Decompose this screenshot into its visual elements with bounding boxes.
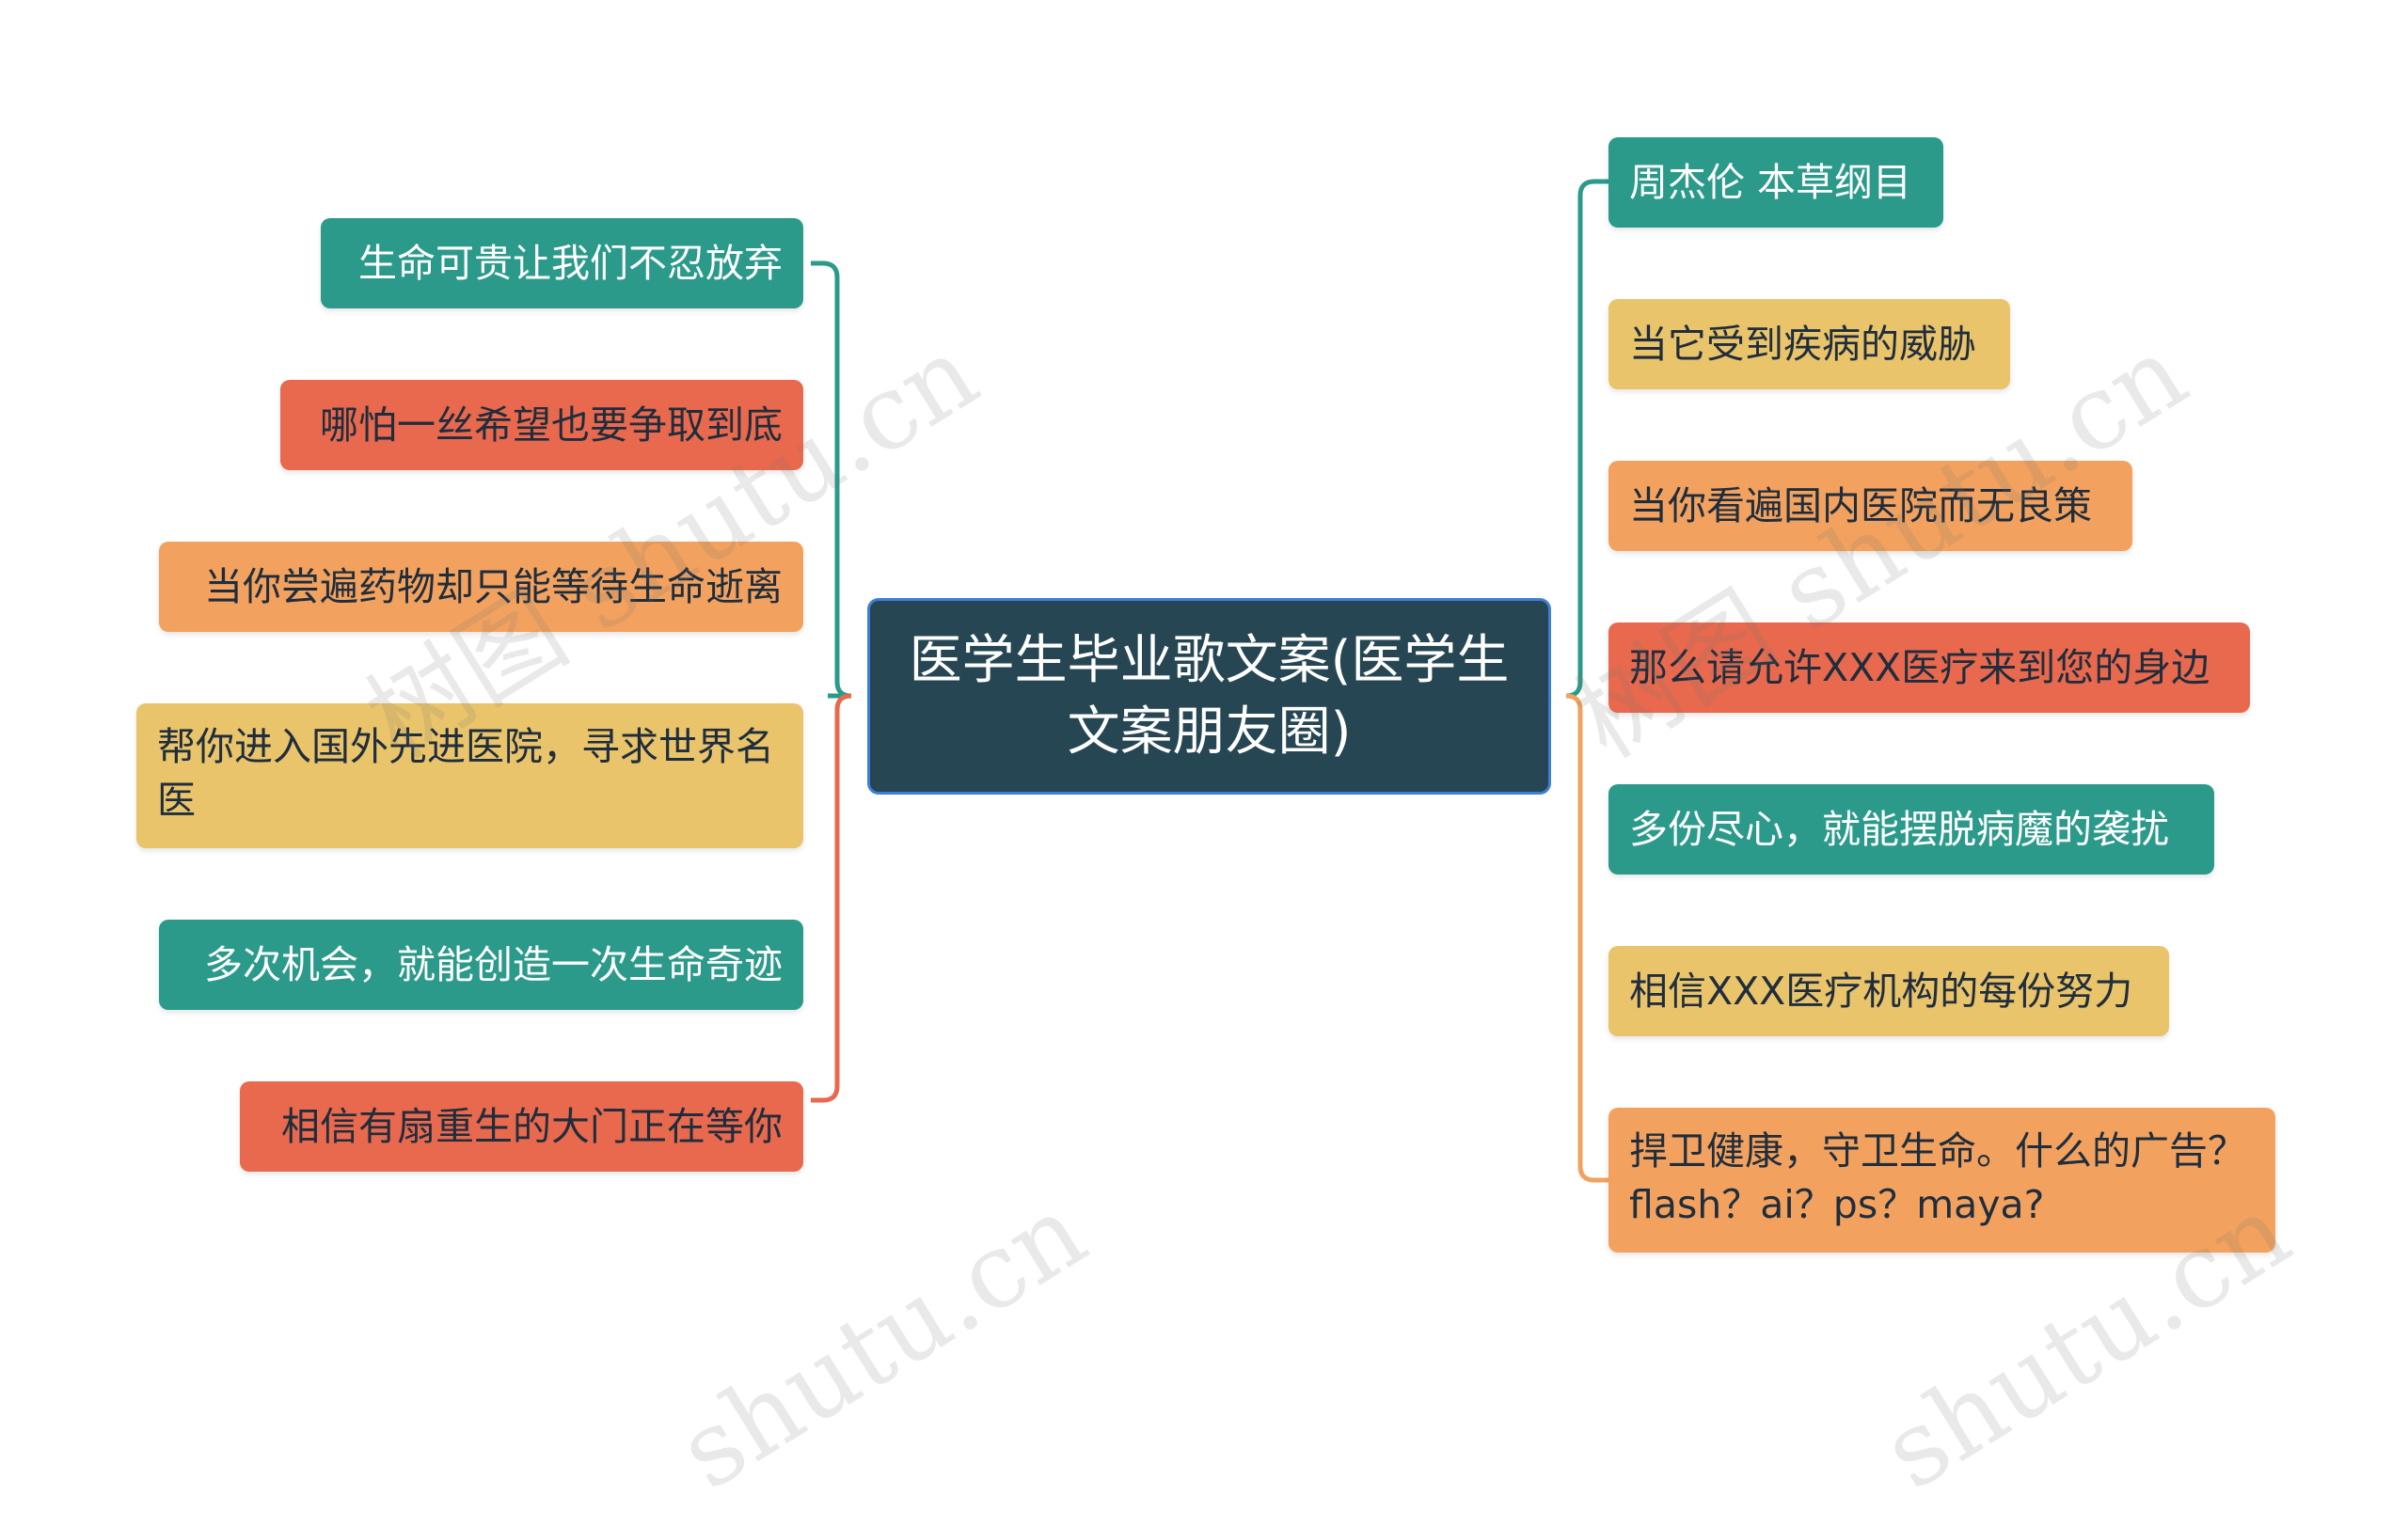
branch-label: 相信有扇重生的大门正在等你 (281, 1103, 783, 1149)
branch-node-right-3[interactable]: 当你看遍国内医院而无良策 (1608, 461, 2132, 551)
branch-node-right-2[interactable]: 当它受到疾病的威胁 (1608, 299, 2010, 389)
branch-node-left-1[interactable]: 生命可贵让我们不忍放弃 (321, 218, 803, 308)
branch-label: 多次机会，就能创造一次生命奇迹 (204, 941, 783, 987)
branch-node-right-1[interactable]: 周杰伦 本草纲目 (1608, 137, 1943, 228)
watermark-bottom-left: shutu.cn (658, 1171, 1105, 1512)
branch-node-left-4[interactable]: 帮你进入国外先进医院，寻求世界名医 (136, 703, 803, 848)
mindmap-canvas: 医学生毕业歌文案(医学生文案朋友圈) 生命可贵让我们不忍放弃 哪怕一丝希望也要争… (136, 137, 2309, 1513)
branch-label: 生命可贵让我们不忍放弃 (358, 240, 783, 286)
branch-label: 相信XXX医疗机构的每份努力 (1629, 968, 2133, 1014)
branch-label: 哪怕一丝希望也要争取到底 (320, 402, 783, 448)
branch-label: 当你尝遍药物却只能等待生命逝离 (204, 563, 783, 609)
branch-label: 那么请允许XXX医疗来到您的身边 (1629, 644, 2210, 690)
branch-node-left-3[interactable]: 当你尝遍药物却只能等待生命逝离 (159, 542, 803, 632)
branch-label: 捍卫健康，守卫生命。什么的广告？flash？ai？ps？maya? (1629, 1128, 2246, 1227)
branch-node-left-6[interactable]: 相信有扇重生的大门正在等你 (240, 1081, 803, 1172)
branch-label: 周杰伦 本草纲目 (1629, 159, 1912, 205)
branch-node-right-6[interactable]: 相信XXX医疗机构的每份努力 (1608, 946, 2169, 1036)
connector-left-upper (811, 260, 852, 699)
branch-label: 多份尽心，就能摆脱病魔的袭扰 (1629, 806, 2169, 852)
connector-right-upper (1565, 179, 1610, 699)
central-topic-label: 医学生毕业歌文案(医学生文案朋友圈) (909, 629, 1510, 763)
connector-left-lower (811, 693, 852, 1103)
branch-node-right-5[interactable]: 多份尽心，就能摆脱病魔的袭扰 (1608, 784, 2214, 875)
watermark-text: shutu.cn (658, 1171, 1106, 1513)
branch-node-left-5[interactable]: 多次机会，就能创造一次生命奇迹 (159, 920, 803, 1010)
branch-node-right-7[interactable]: 捍卫健康，守卫生命。什么的广告？flash？ai？ps？maya? (1608, 1108, 2275, 1253)
central-topic-node[interactable]: 医学生毕业歌文案(医学生文案朋友圈) (867, 598, 1551, 795)
branch-label: 当它受到疾病的威胁 (1629, 321, 1976, 367)
branch-node-right-4[interactable]: 那么请允许XXX医疗来到您的身边 (1608, 623, 2250, 713)
branch-node-left-2[interactable]: 哪怕一丝希望也要争取到底 (280, 380, 803, 470)
branch-label: 当你看遍国内医院而无良策 (1629, 482, 2092, 528)
branch-label: 帮你进入国外先进医院，寻求世界名医 (157, 724, 774, 823)
connector-right-lower (1565, 693, 1610, 1183)
